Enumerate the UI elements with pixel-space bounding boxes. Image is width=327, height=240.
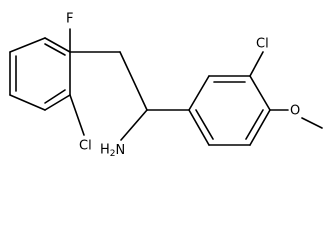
bond-c-cl-right xyxy=(249,51,264,77)
bond-o-ch3 xyxy=(301,117,323,129)
bond-c-cl-left xyxy=(69,94,85,136)
bond xyxy=(188,109,210,146)
double-bond-inner xyxy=(245,109,264,140)
oxygen-label: O xyxy=(290,104,300,119)
chlorine-label-left: Cl xyxy=(79,139,92,154)
molecule-structure-diagram: F Cl H2N Cl O xyxy=(9,12,323,159)
double-bond-inner xyxy=(44,89,66,104)
bond xyxy=(9,94,46,111)
bond xyxy=(9,37,46,53)
bond xyxy=(249,75,271,111)
bond-ch-nh2 xyxy=(120,109,148,141)
chlorine-label-right: Cl xyxy=(256,37,269,52)
amine-label: H2N xyxy=(100,143,125,159)
fluorine-label: F xyxy=(66,12,73,27)
bond-ch2-ch xyxy=(119,51,148,111)
left-benzene-ring xyxy=(9,37,71,111)
bond xyxy=(249,109,271,146)
bond xyxy=(44,94,71,111)
right-benzene-ring xyxy=(188,75,271,146)
double-bond-inner xyxy=(44,43,66,56)
double-bond-inner xyxy=(195,109,214,140)
bond xyxy=(44,37,71,53)
bond xyxy=(188,75,210,111)
